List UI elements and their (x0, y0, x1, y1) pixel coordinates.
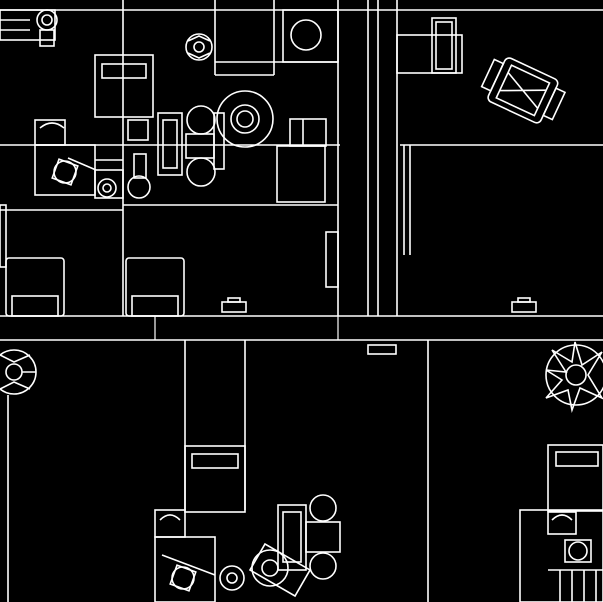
chair (0, 204, 65, 317)
desk-workstation (127, 105, 225, 187)
chair (184, 445, 246, 513)
desk-workstation (34, 119, 151, 199)
round-table (216, 90, 274, 148)
sink-counter (0, 9, 58, 47)
chair (125, 257, 185, 317)
chair (276, 118, 327, 203)
potted-plant (185, 33, 213, 61)
desk-workstation (519, 444, 603, 602)
armchair (480, 57, 567, 124)
potted-plant (0, 349, 37, 395)
desk-workstation (248, 494, 341, 598)
chair (396, 17, 463, 74)
chair (94, 54, 154, 118)
door-stop (221, 297, 537, 313)
desk-workstation (154, 509, 245, 602)
sink-counter (282, 9, 339, 63)
potted-plant (545, 341, 603, 413)
